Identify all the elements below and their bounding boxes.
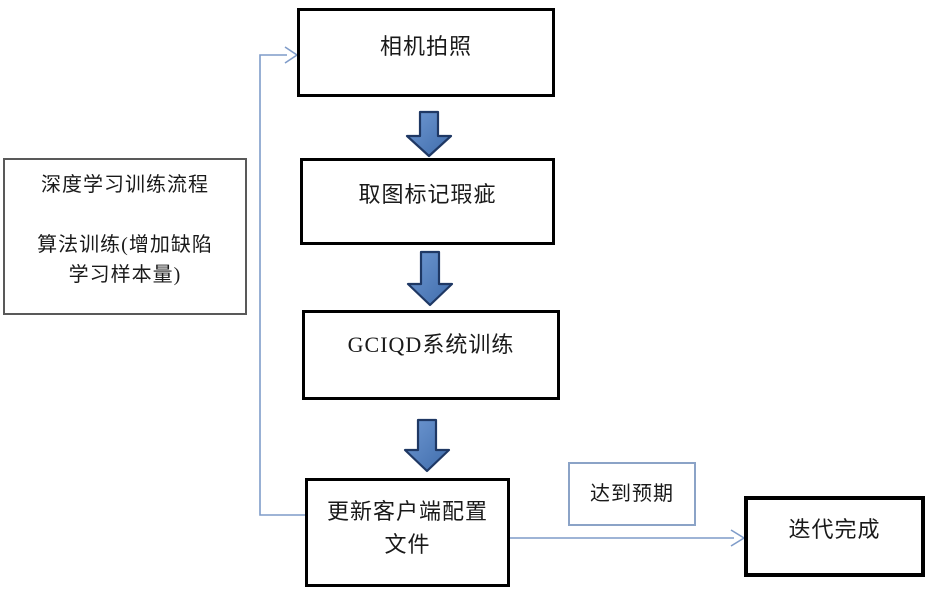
node-mark-defects: 取图标记瑕疵 xyxy=(300,158,555,245)
note-training-process-line1: 深度学习训练流程 xyxy=(41,174,209,196)
node-camera-capture: 相机拍照 xyxy=(297,8,555,97)
label-expectation-met-text: 达到预期 xyxy=(590,483,674,505)
label-expectation-met: 达到预期 xyxy=(568,462,696,526)
note-training-process: 深度学习训练流程 算法训练(增加缺陷 学习样本量) xyxy=(3,158,247,315)
block-arrow-mark-to-train-icon xyxy=(406,250,454,307)
block-arrow-train-to-update-icon xyxy=(403,418,451,473)
node-gciqd-training-label: GCIQD系统训练 xyxy=(347,332,515,357)
node-gciqd-training: GCIQD系统训练 xyxy=(302,310,560,400)
node-mark-defects-label: 取图标记瑕疵 xyxy=(358,182,497,207)
block-arrow-camera-to-mark-icon xyxy=(405,110,453,158)
node-camera-capture-label: 相机拍照 xyxy=(379,34,472,59)
node-update-client-config-line2: 文件 xyxy=(384,532,431,557)
node-update-client-config: 更新客户端配置 文件 xyxy=(305,478,510,587)
note-training-process-line2: 算法训练(增加缺陷 xyxy=(37,234,213,256)
node-update-client-config-line1: 更新客户端配置 xyxy=(326,499,488,524)
note-blank-line xyxy=(5,200,245,230)
node-iteration-complete: 迭代完成 xyxy=(744,496,925,577)
note-training-process-line3: 学习样本量) xyxy=(68,264,182,286)
loop-connector-line xyxy=(259,54,305,516)
node-iteration-complete-label: 迭代完成 xyxy=(788,517,881,542)
